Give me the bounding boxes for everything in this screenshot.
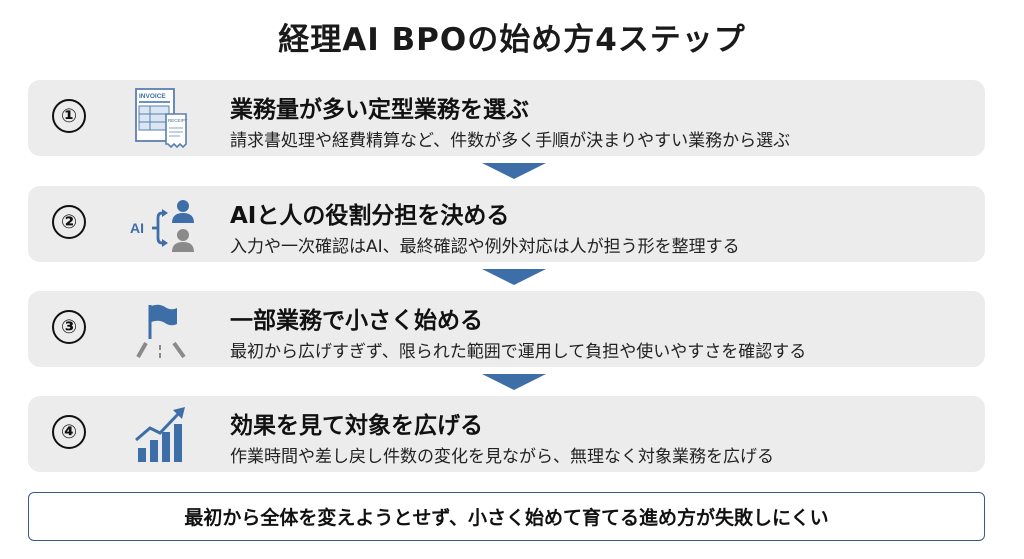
invoice-text: INVOICE [139,93,166,100]
receipt-text: RECEIPT [168,118,188,123]
step-number: ② [52,205,86,239]
step-heading: 業務量が多い定型業務を選ぶ [230,97,529,123]
flag-road-icon [136,304,186,359]
summary-box: 最初から全体を変えようとせず、小さく始めて育てる進め方が失敗しにくい [28,492,985,541]
invoice-receipt-icon: INVOICE RECEIPT [135,88,188,149]
down-arrow-icon [482,269,546,285]
down-arrow-icon [482,374,546,390]
summary-text: 最初から全体を変えようとせず、小さく始めて育てる進め方が失敗しにくい [184,507,829,529]
ai-text: AI [130,220,144,236]
step-4: ④ 効果を見て対象を広げる 作業時間や差し戻し件数の変化を見ながら、無理なく対象… [28,396,985,472]
step-1: ① INVOICE RECEIPT 業務量が多い定型業務を選ぶ 請求書処理や経費… [28,80,985,156]
growth-chart-icon [135,407,185,462]
step-heading: 効果を見て対象を広げる [230,413,483,439]
step-number: ④ [52,415,86,449]
step-description: 最初から広げすぎず、限られた範囲で運用して負担や使いやすさを確認する [230,342,807,362]
step-heading: 一部業務で小さく始める [230,308,483,334]
step-number: ③ [52,310,86,344]
step-description: 請求書処理や経費精算など、件数が多く手順が決まりやすい業務から選ぶ [230,131,791,151]
step-description: 入力や一次確認はAI、最終確認や例外対応は人が担う形を整理する [230,237,740,257]
page-title: 経理AI BPOの始め方4ステップ [278,22,746,58]
down-arrow-icon [482,163,546,179]
step-number: ① [52,99,86,133]
ai-human-split-icon: AI [130,200,194,252]
step-heading: AIと人の役割分担を決める [230,203,510,229]
step-2: ② AI AIと人の役割分担を決める 入力や一次確認はAI、最終確認や例外対応は… [28,186,985,262]
step-description: 作業時間や差し戻し件数の変化を見ながら、無理なく対象業務を広げる [230,447,774,467]
step-3: ③ 一部業務で小さく始める 最初から広げすぎず、限られた範囲で運用して負担や使い… [28,291,985,367]
